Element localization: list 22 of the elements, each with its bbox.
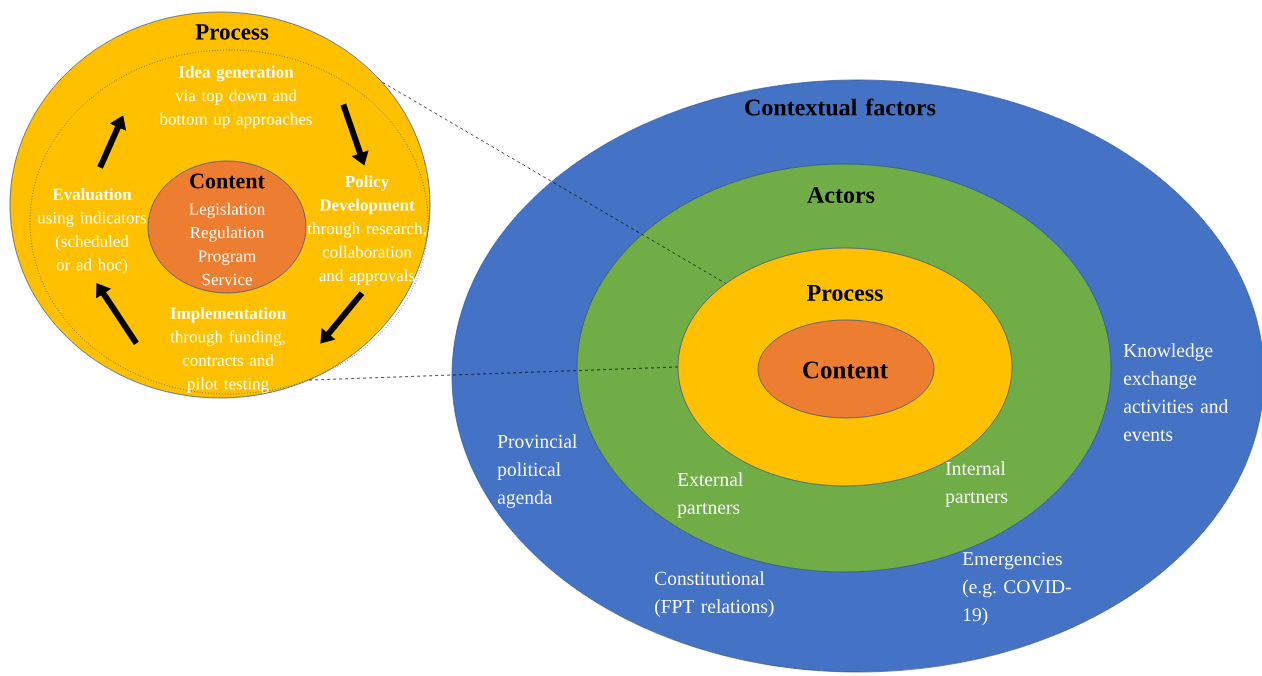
heading: Content: [803, 361, 888, 379]
stage-text: Evaluation using indicators (scheduled or ad hoc): [37, 188, 147, 274]
heading: Actors: [807, 186, 875, 204]
label-text: Constitutional (FPT relations): [655, 571, 774, 617]
dashed-line: [308, 366, 678, 381]
dashed-line: [382, 82, 726, 284]
ellipse: [757, 319, 935, 419]
stage-text: Policy Development through research, collaboration and approvals: [307, 175, 426, 285]
ellipse: [147, 160, 307, 294]
heading: Process: [807, 285, 883, 301]
label-text: Emergencies (e.g. COVID-19): [962, 552, 1071, 626]
label-text: External partners: [677, 472, 743, 518]
heading: Content: [190, 173, 265, 189]
label-text: Knowledge exchange activities and events: [1123, 343, 1228, 441]
label-text: Legislation Regulation Program Service: [189, 202, 265, 286]
stage-text: Implementation through funding, contracts and pilot testing: [170, 307, 286, 393]
heading: Process: [195, 24, 269, 40]
label-text: Internal partners: [945, 461, 1008, 507]
stage-text: Idea generation via top down and bottom up approaches: [159, 65, 312, 129]
arrow: [320, 291, 365, 344]
heading: Contextual factors: [745, 98, 936, 116]
label-text: Provincial political agenda: [497, 434, 577, 508]
